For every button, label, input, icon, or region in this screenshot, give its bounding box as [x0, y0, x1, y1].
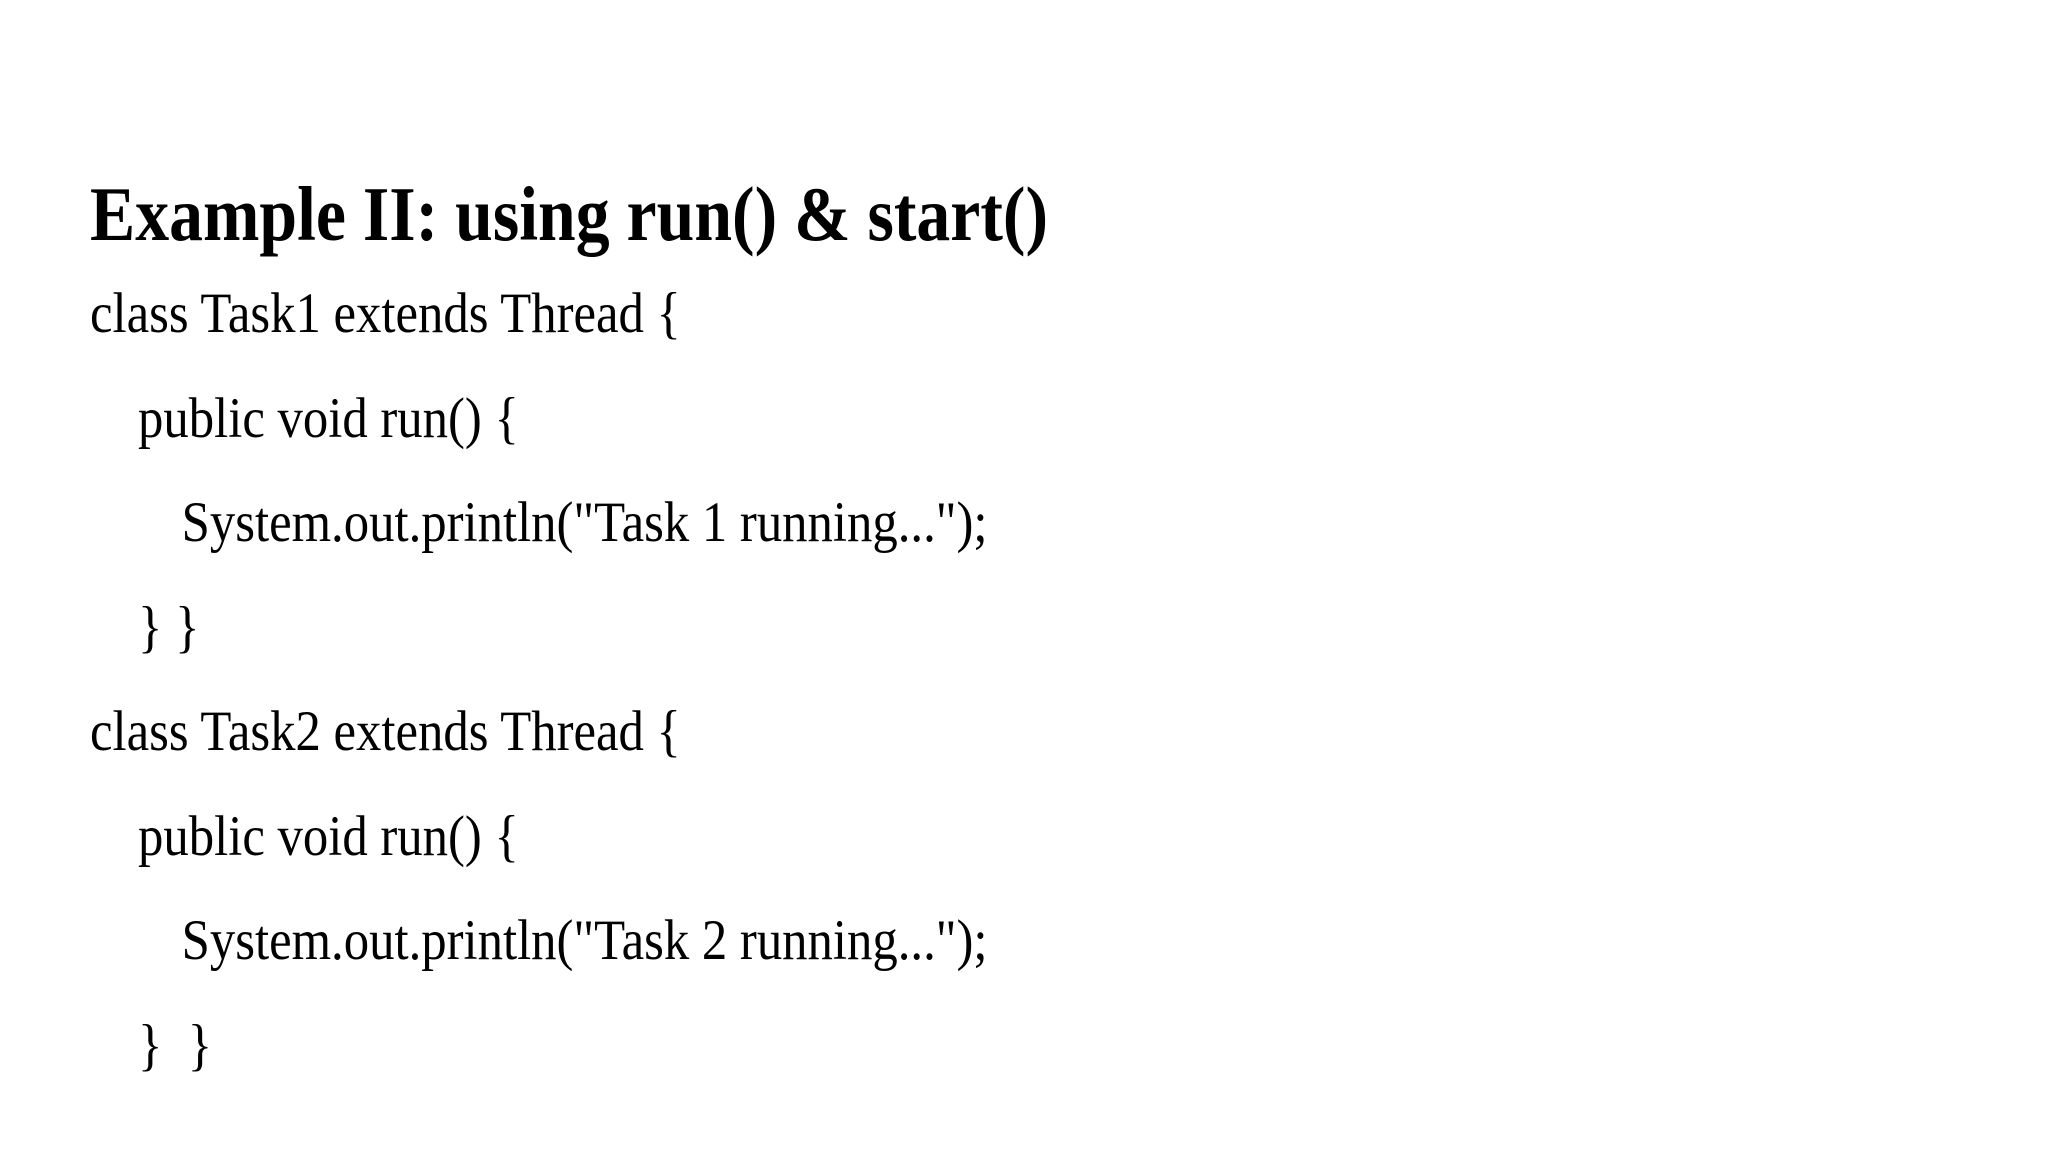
code-block: class Task1 extends Thread { public void …	[90, 262, 1098, 1098]
code-line: public void run() {	[138, 386, 519, 450]
code-line: System.out.println("Task 2 running...");	[181, 909, 988, 972]
code-line: class Task1 extends Thread {	[90, 282, 681, 345]
slide-title: Example II: using run() & start()	[90, 170, 1049, 257]
code-line: public void run() {	[138, 804, 519, 868]
code-line: System.out.println("Task 1 running...");	[181, 491, 988, 554]
code-line: } }	[138, 595, 200, 659]
code-line: } }	[138, 1013, 213, 1077]
code-line: class Task2 extends Thread {	[90, 700, 681, 763]
